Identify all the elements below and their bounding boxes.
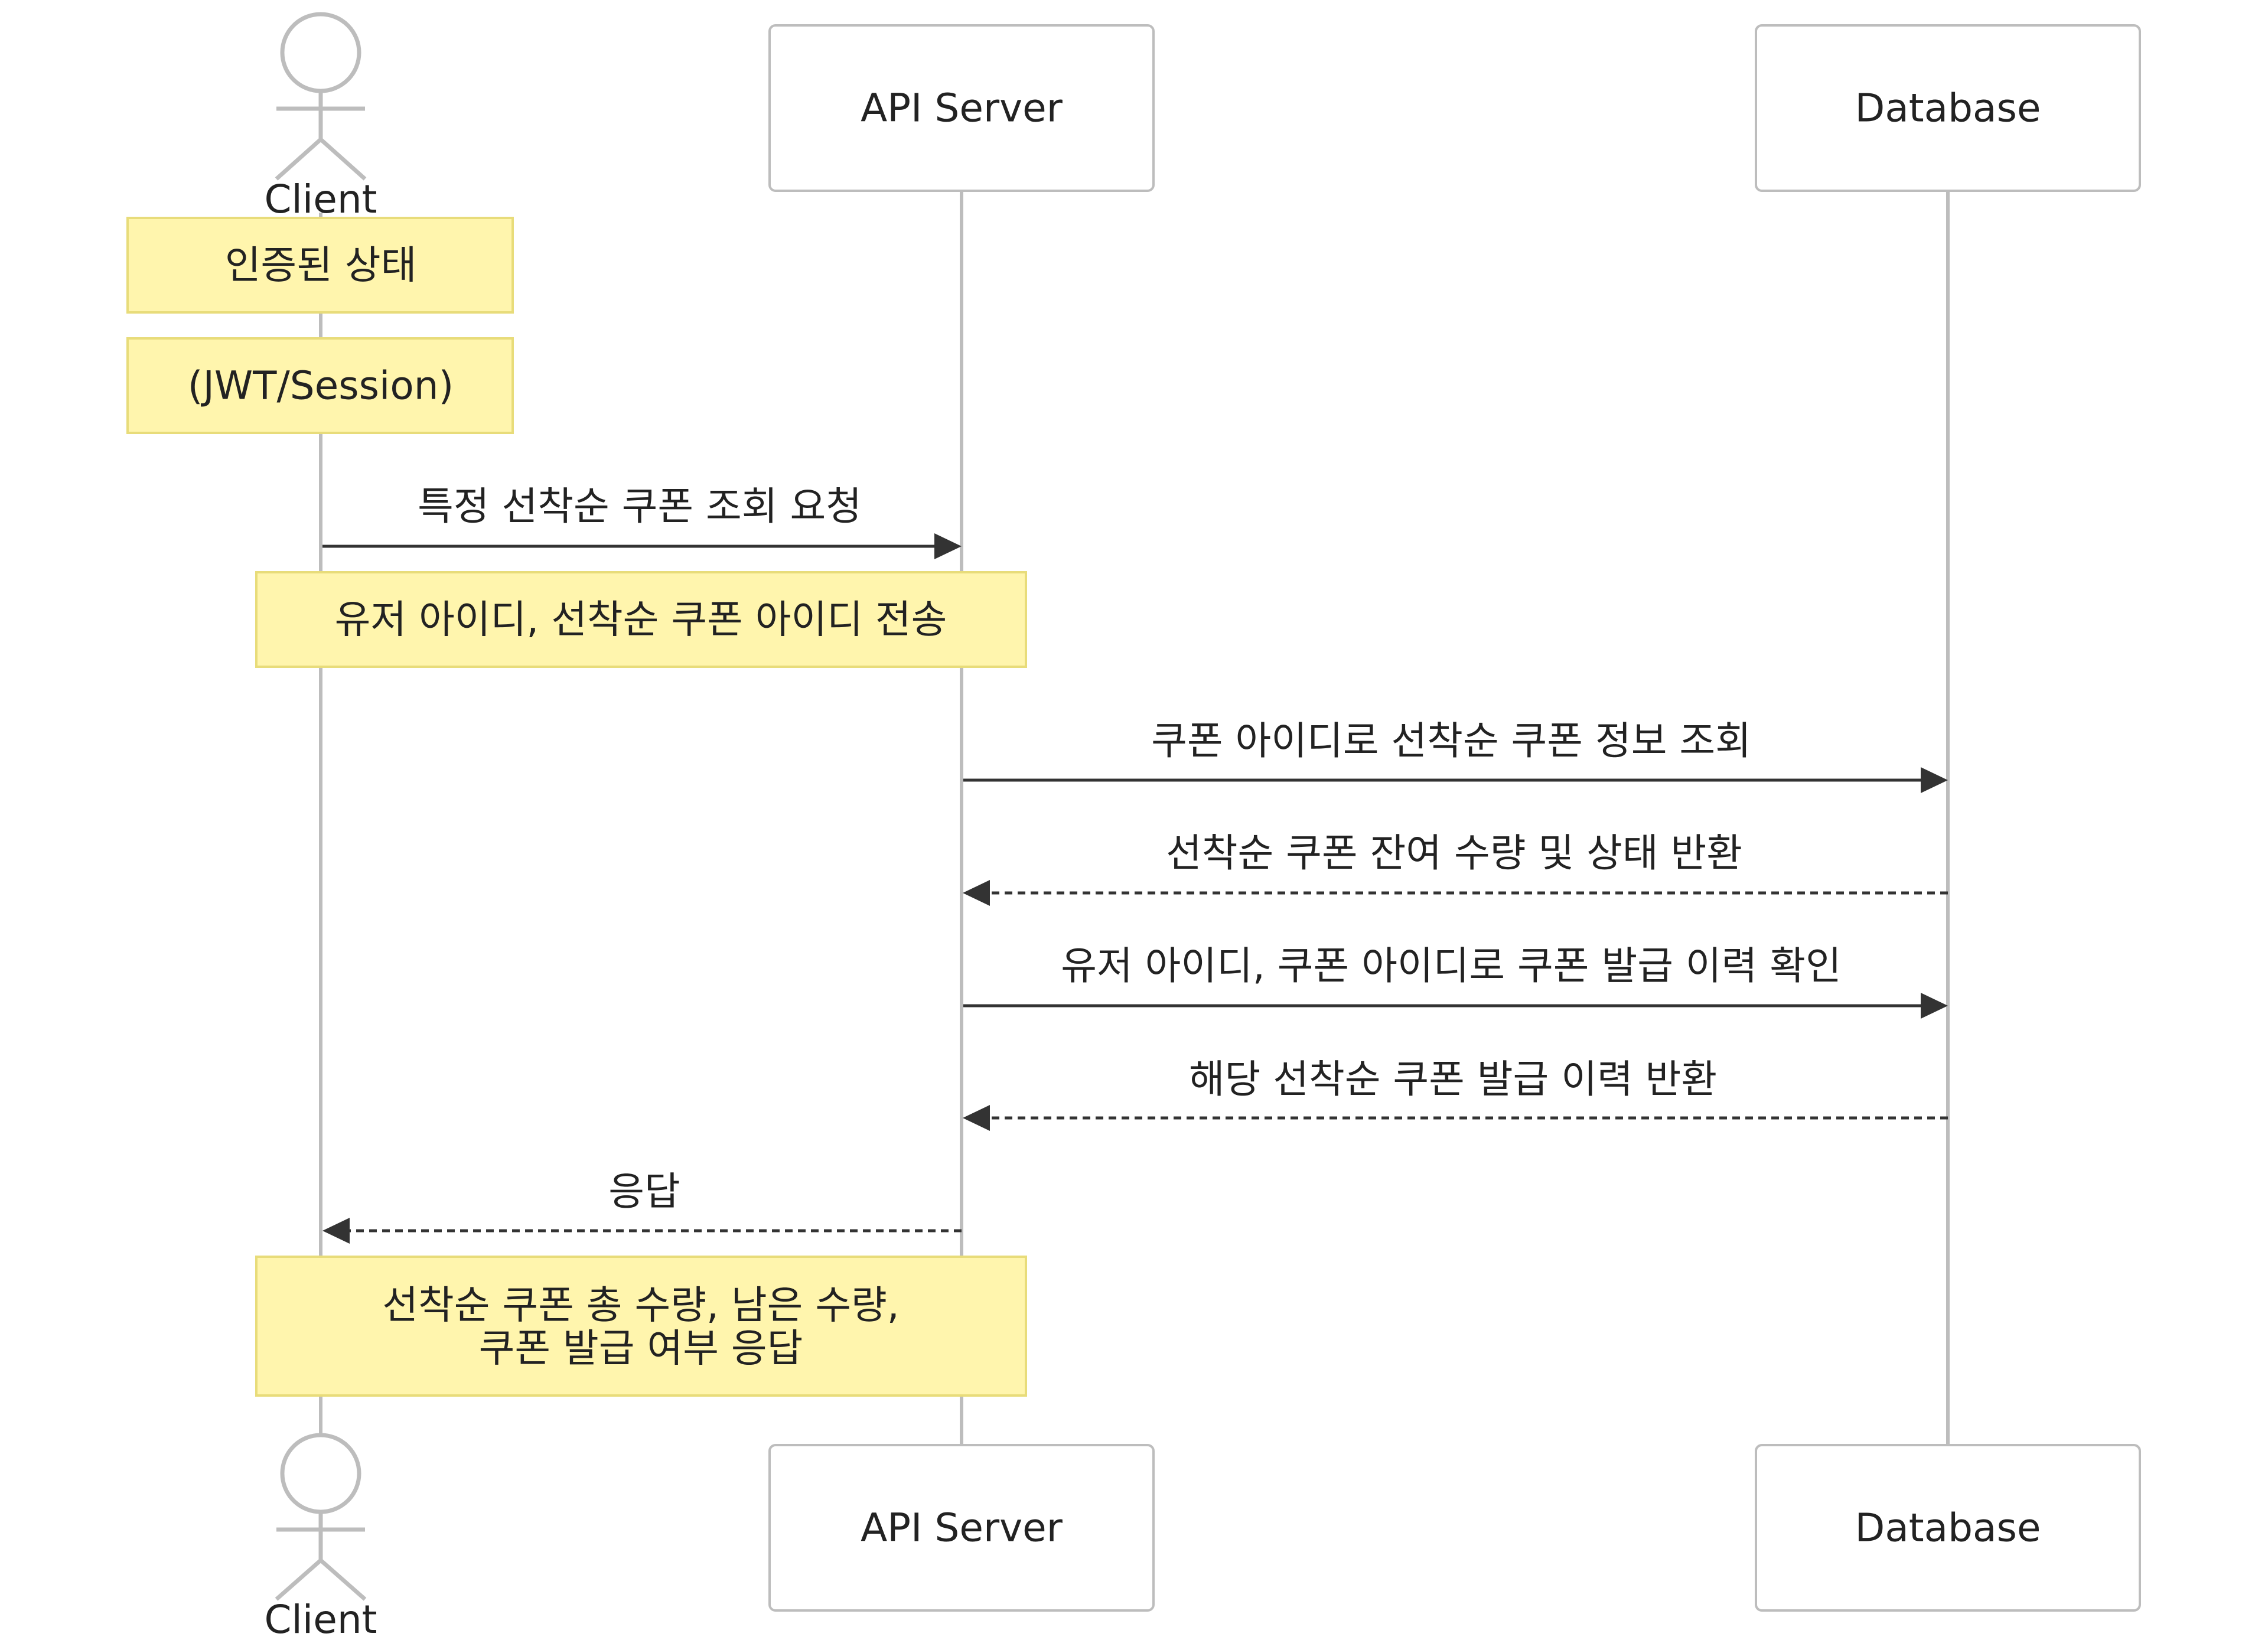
- message-label-2: 쿠폰 아이디로 선착순 쿠폰 정보 조회: [1151, 718, 1751, 764]
- message-label-6: 응답: [608, 1169, 680, 1214]
- client-actor-top-icon: [275, 12, 367, 181]
- api-server-box-top: API Server: [768, 24, 1155, 192]
- client-actor-top-label: Client: [264, 177, 377, 222]
- message-arrowhead-2: [1921, 767, 1948, 793]
- message-arrowhead-6: [322, 1218, 350, 1244]
- message-arrowhead-4: [1921, 993, 1948, 1019]
- client-actor-bottom-icon: [275, 1433, 367, 1601]
- api-server-label-top: API Server: [861, 86, 1063, 131]
- api-server-box-bottom: API Server: [768, 1444, 1155, 1612]
- note-auth-method: (JWT/Session): [126, 337, 514, 434]
- client-actor-bottom-label: Client: [264, 1597, 377, 1640]
- message-arrowhead-3: [963, 880, 990, 906]
- note-response: 선착순 쿠폰 총 수량, 남은 수량, 쿠폰 발급 여부 응답: [255, 1256, 1027, 1397]
- message-arrowhead-5: [963, 1105, 990, 1131]
- database-label-top: Database: [1855, 86, 2041, 131]
- message-label-5: 해당 선착순 쿠폰 발급 이력 반환: [1189, 1057, 1717, 1102]
- api-server-label-bottom: API Server: [861, 1505, 1063, 1551]
- note-send-ids: 유저 아이디, 선착순 쿠폰 아이디 전송: [255, 571, 1027, 668]
- note-auth-state-text: 인증된 상태: [225, 243, 417, 288]
- note-send-ids-text: 유저 아이디, 선착순 쿠폰 아이디 전송: [335, 597, 947, 643]
- message-label-4: 유저 아이디, 쿠폰 아이디로 쿠폰 발급 이력 확인: [1061, 943, 1842, 989]
- message-label-3: 선착순 쿠폰 잔여 수량 및 상태 반환: [1166, 830, 1742, 876]
- note-auth-state: 인증된 상태: [126, 217, 514, 314]
- note-response-line1: 선착순 쿠폰 총 수량, 남은 수량,: [382, 1283, 900, 1328]
- database-box-bottom: Database: [1755, 1444, 2141, 1612]
- note-response-line2: 쿠폰 발급 여부 응답: [479, 1326, 803, 1371]
- note-auth-method-text: (JWT/Session): [188, 363, 454, 409]
- database-label-bottom: Database: [1855, 1505, 2041, 1551]
- database-box-top: Database: [1755, 24, 2141, 192]
- message-arrowhead-1: [934, 533, 962, 559]
- message-label-1: 특정 선착순 쿠폰 조회 요청: [418, 484, 862, 529]
